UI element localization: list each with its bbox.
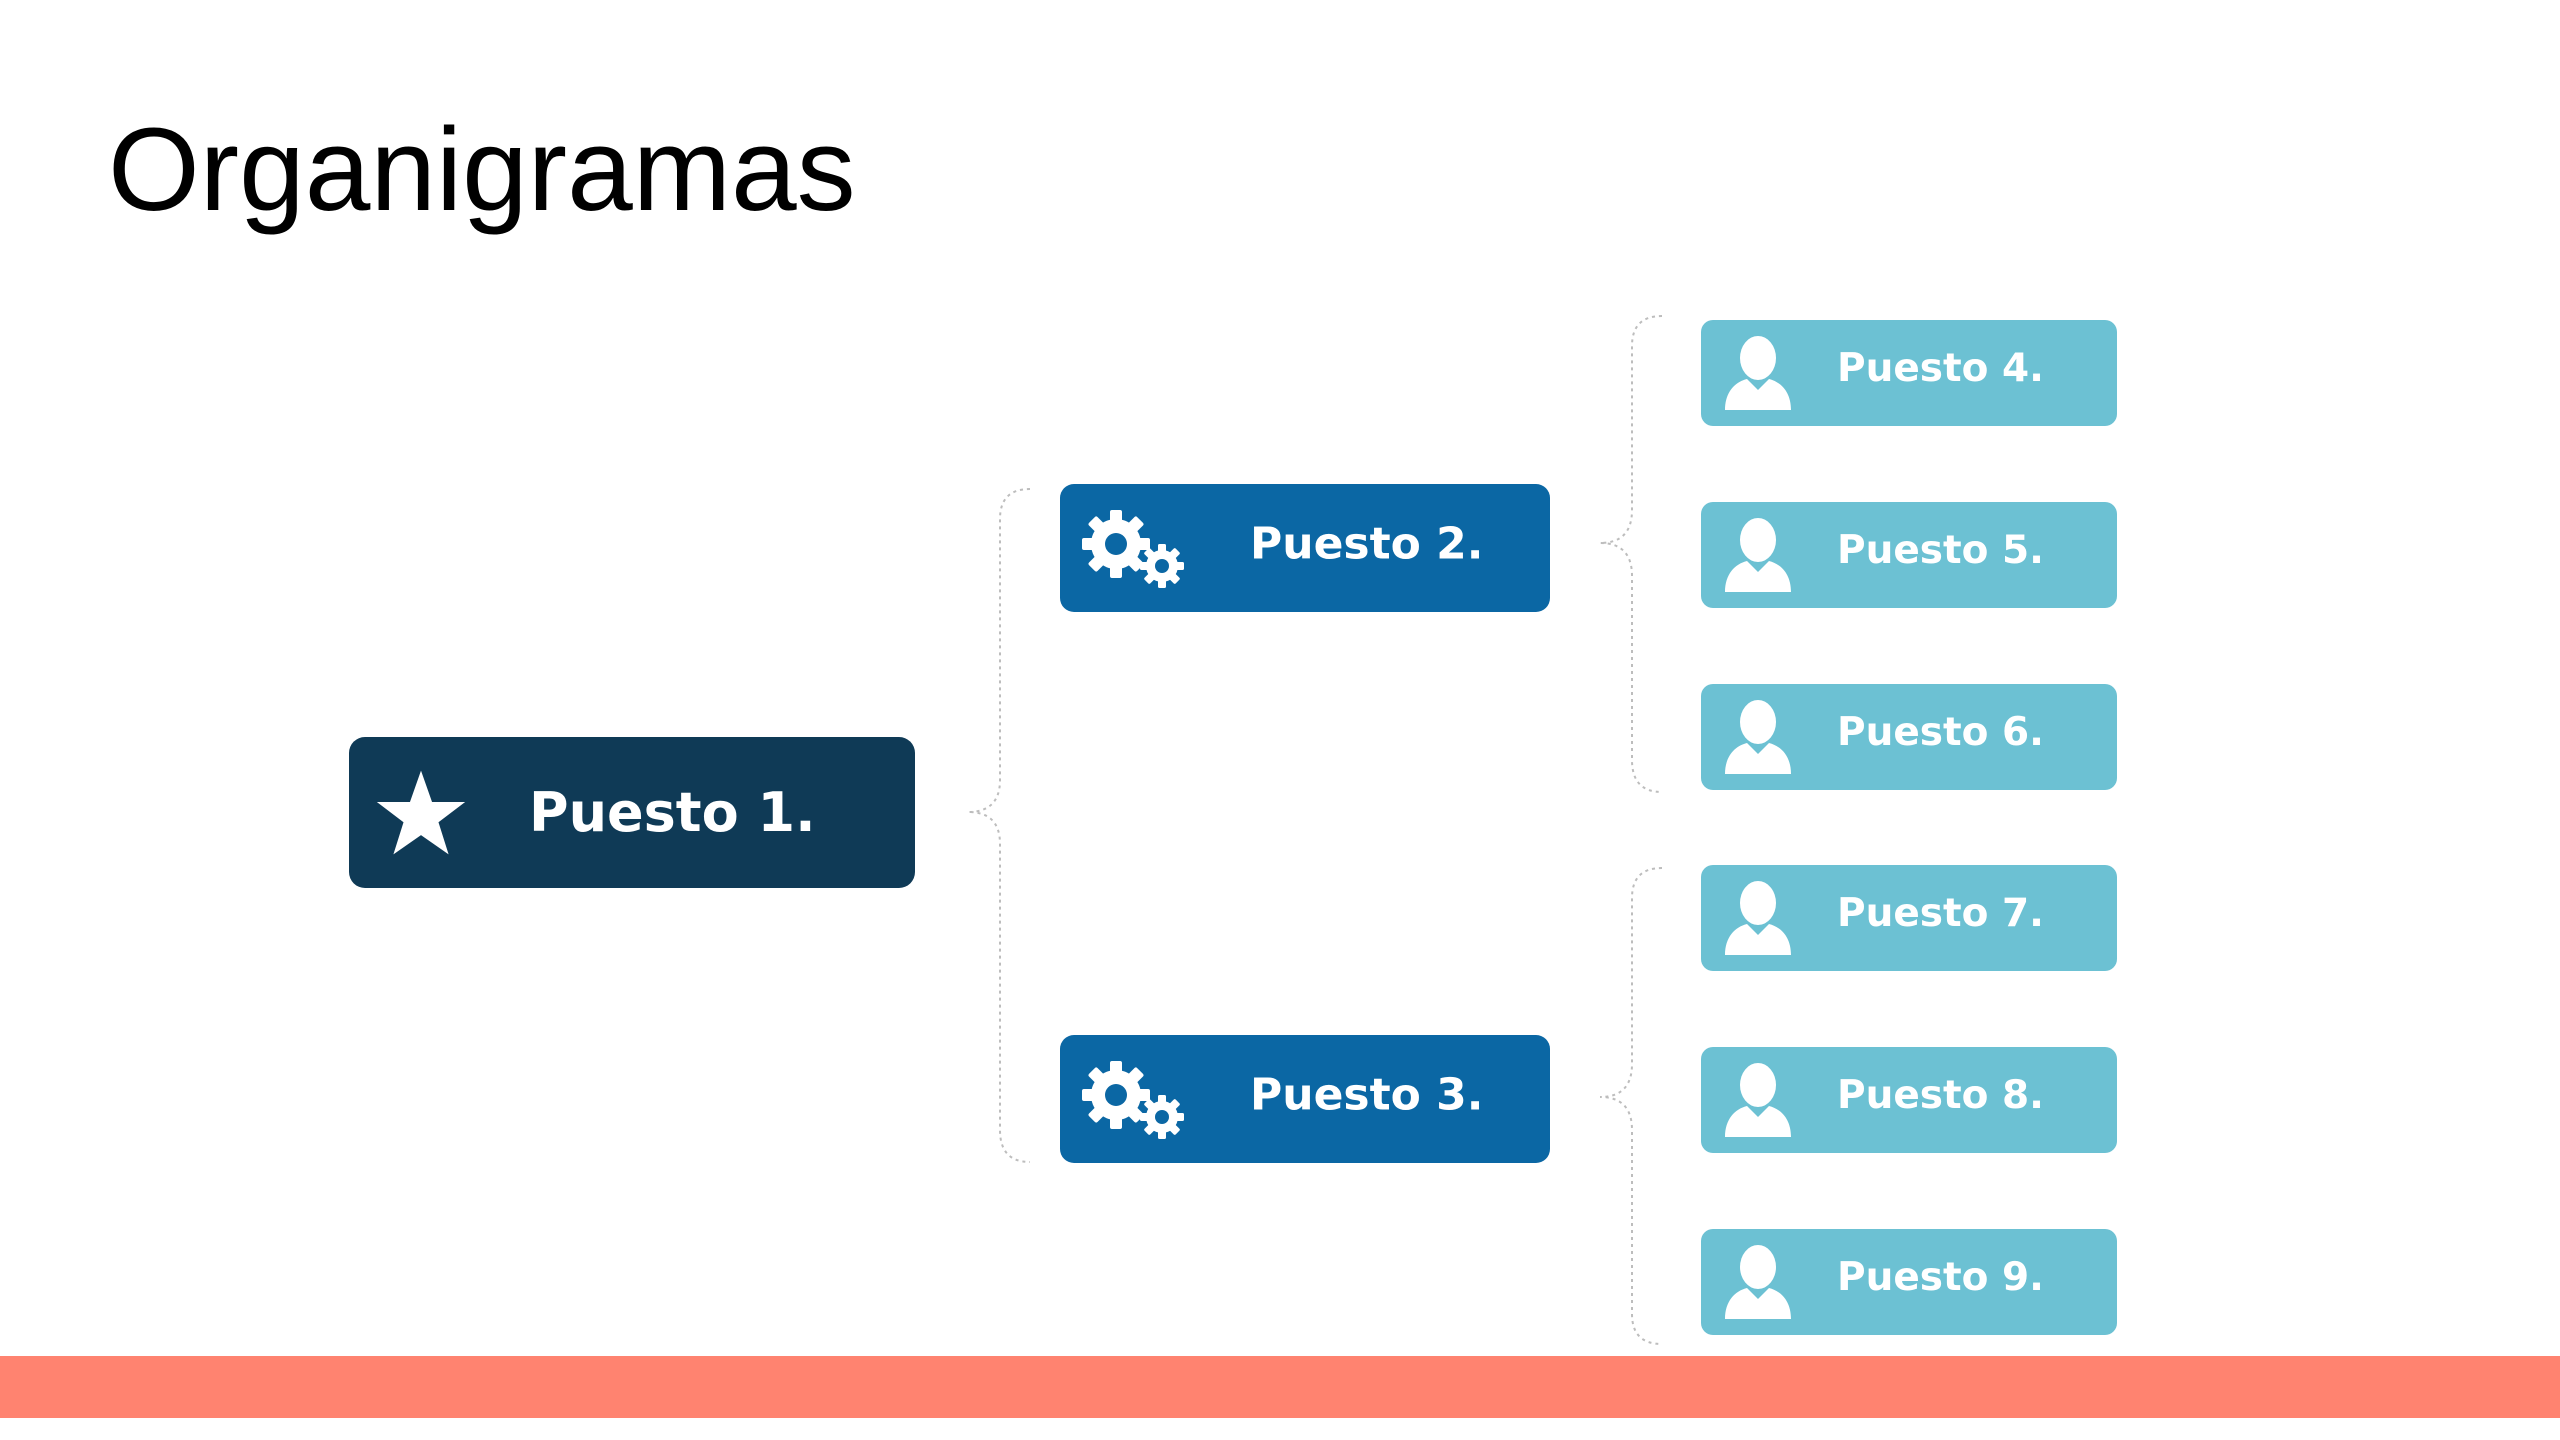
- org-box-label: Puesto 2.: [1250, 518, 1484, 570]
- org-box-label: Puesto 1.: [529, 780, 816, 844]
- person-icon: [1721, 879, 1795, 957]
- bracket-puesto2-to-level3: [1599, 315, 1663, 793]
- bracket-root-to-level2: [967, 488, 1031, 1163]
- bracket-puesto3-to-level3: [1599, 867, 1663, 1345]
- person-icon: [1721, 516, 1795, 594]
- org-box-label: Puesto 7.: [1837, 890, 2044, 936]
- org-box-label: Puesto 9.: [1837, 1254, 2044, 1300]
- org-box-label: Puesto 8.: [1837, 1072, 2044, 1118]
- org-box-label: Puesto 5.: [1837, 527, 2044, 573]
- gears-icon: [1082, 508, 1186, 590]
- org-box-puesto-7: Puesto 7.: [1701, 865, 2117, 971]
- org-box-label: Puesto 4.: [1837, 345, 2044, 391]
- org-box-label: Puesto 3.: [1250, 1069, 1484, 1121]
- org-box-puesto-5: Puesto 5.: [1701, 502, 2117, 608]
- org-box-label: Puesto 6.: [1837, 709, 2044, 755]
- person-icon: [1721, 334, 1795, 412]
- person-icon: [1721, 698, 1795, 776]
- person-icon: [1721, 1243, 1795, 1321]
- org-box-puesto-8: Puesto 8.: [1701, 1047, 2117, 1153]
- footer-accent-bar: [0, 1356, 2560, 1418]
- person-icon: [1721, 1061, 1795, 1139]
- org-box-puesto-2: Puesto 2.: [1060, 484, 1550, 612]
- org-box-puesto-6: Puesto 6.: [1701, 684, 2117, 790]
- slide-title: Organigramas: [108, 104, 856, 236]
- org-box-puesto-3: Puesto 3.: [1060, 1035, 1550, 1163]
- gears-icon: [1082, 1059, 1186, 1141]
- org-box-puesto-1: Puesto 1.: [349, 737, 915, 888]
- org-box-puesto-4: Puesto 4.: [1701, 320, 2117, 426]
- star-icon: [375, 767, 467, 859]
- org-box-puesto-9: Puesto 9.: [1701, 1229, 2117, 1335]
